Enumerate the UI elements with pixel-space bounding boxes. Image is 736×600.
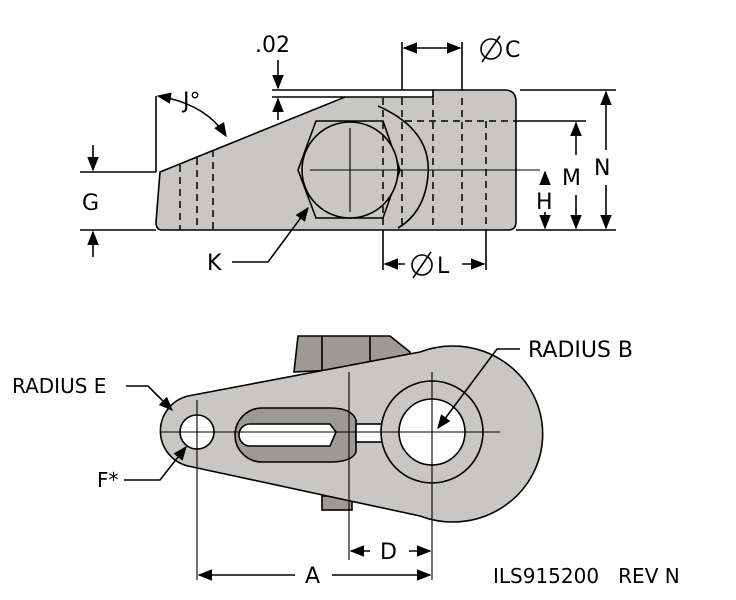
part-number: ILS915200 REV N — [493, 564, 680, 588]
diameter-symbol — [411, 254, 433, 276]
label-h: H — [536, 190, 553, 215]
dim-j-arc — [156, 92, 227, 138]
label-n: N — [594, 156, 610, 181]
label-k: K — [207, 251, 222, 276]
label-d: D — [380, 540, 397, 565]
groove — [355, 423, 383, 443]
label-a: A — [305, 564, 320, 589]
label-02: .02 — [255, 33, 290, 58]
label-c: C — [505, 38, 520, 63]
label-j: J° — [181, 89, 201, 114]
label-radius-e: RADIUS E — [12, 374, 106, 398]
label-f: F* — [97, 468, 119, 492]
label-radius-b: RADIUS B — [528, 338, 633, 363]
label-l: L — [437, 254, 450, 279]
leader-f — [124, 445, 187, 481]
leader-k — [232, 206, 309, 263]
diameter-symbol — [412, 251, 432, 279]
label-g: G — [82, 191, 99, 216]
slot-opening — [238, 423, 337, 447]
label-m: M — [562, 166, 581, 191]
diameter-symbol — [481, 35, 501, 63]
diameter-symbol — [480, 38, 502, 60]
leader-radius-e — [126, 385, 174, 412]
leader-radius-b — [437, 348, 520, 430]
top-view: RADIUS B RADIUS E F* D A ILS915200 REV N — [12, 335, 680, 589]
side-view-shank-arc — [377, 105, 430, 229]
side-view: .02 C J° G H M N — [80, 33, 616, 279]
